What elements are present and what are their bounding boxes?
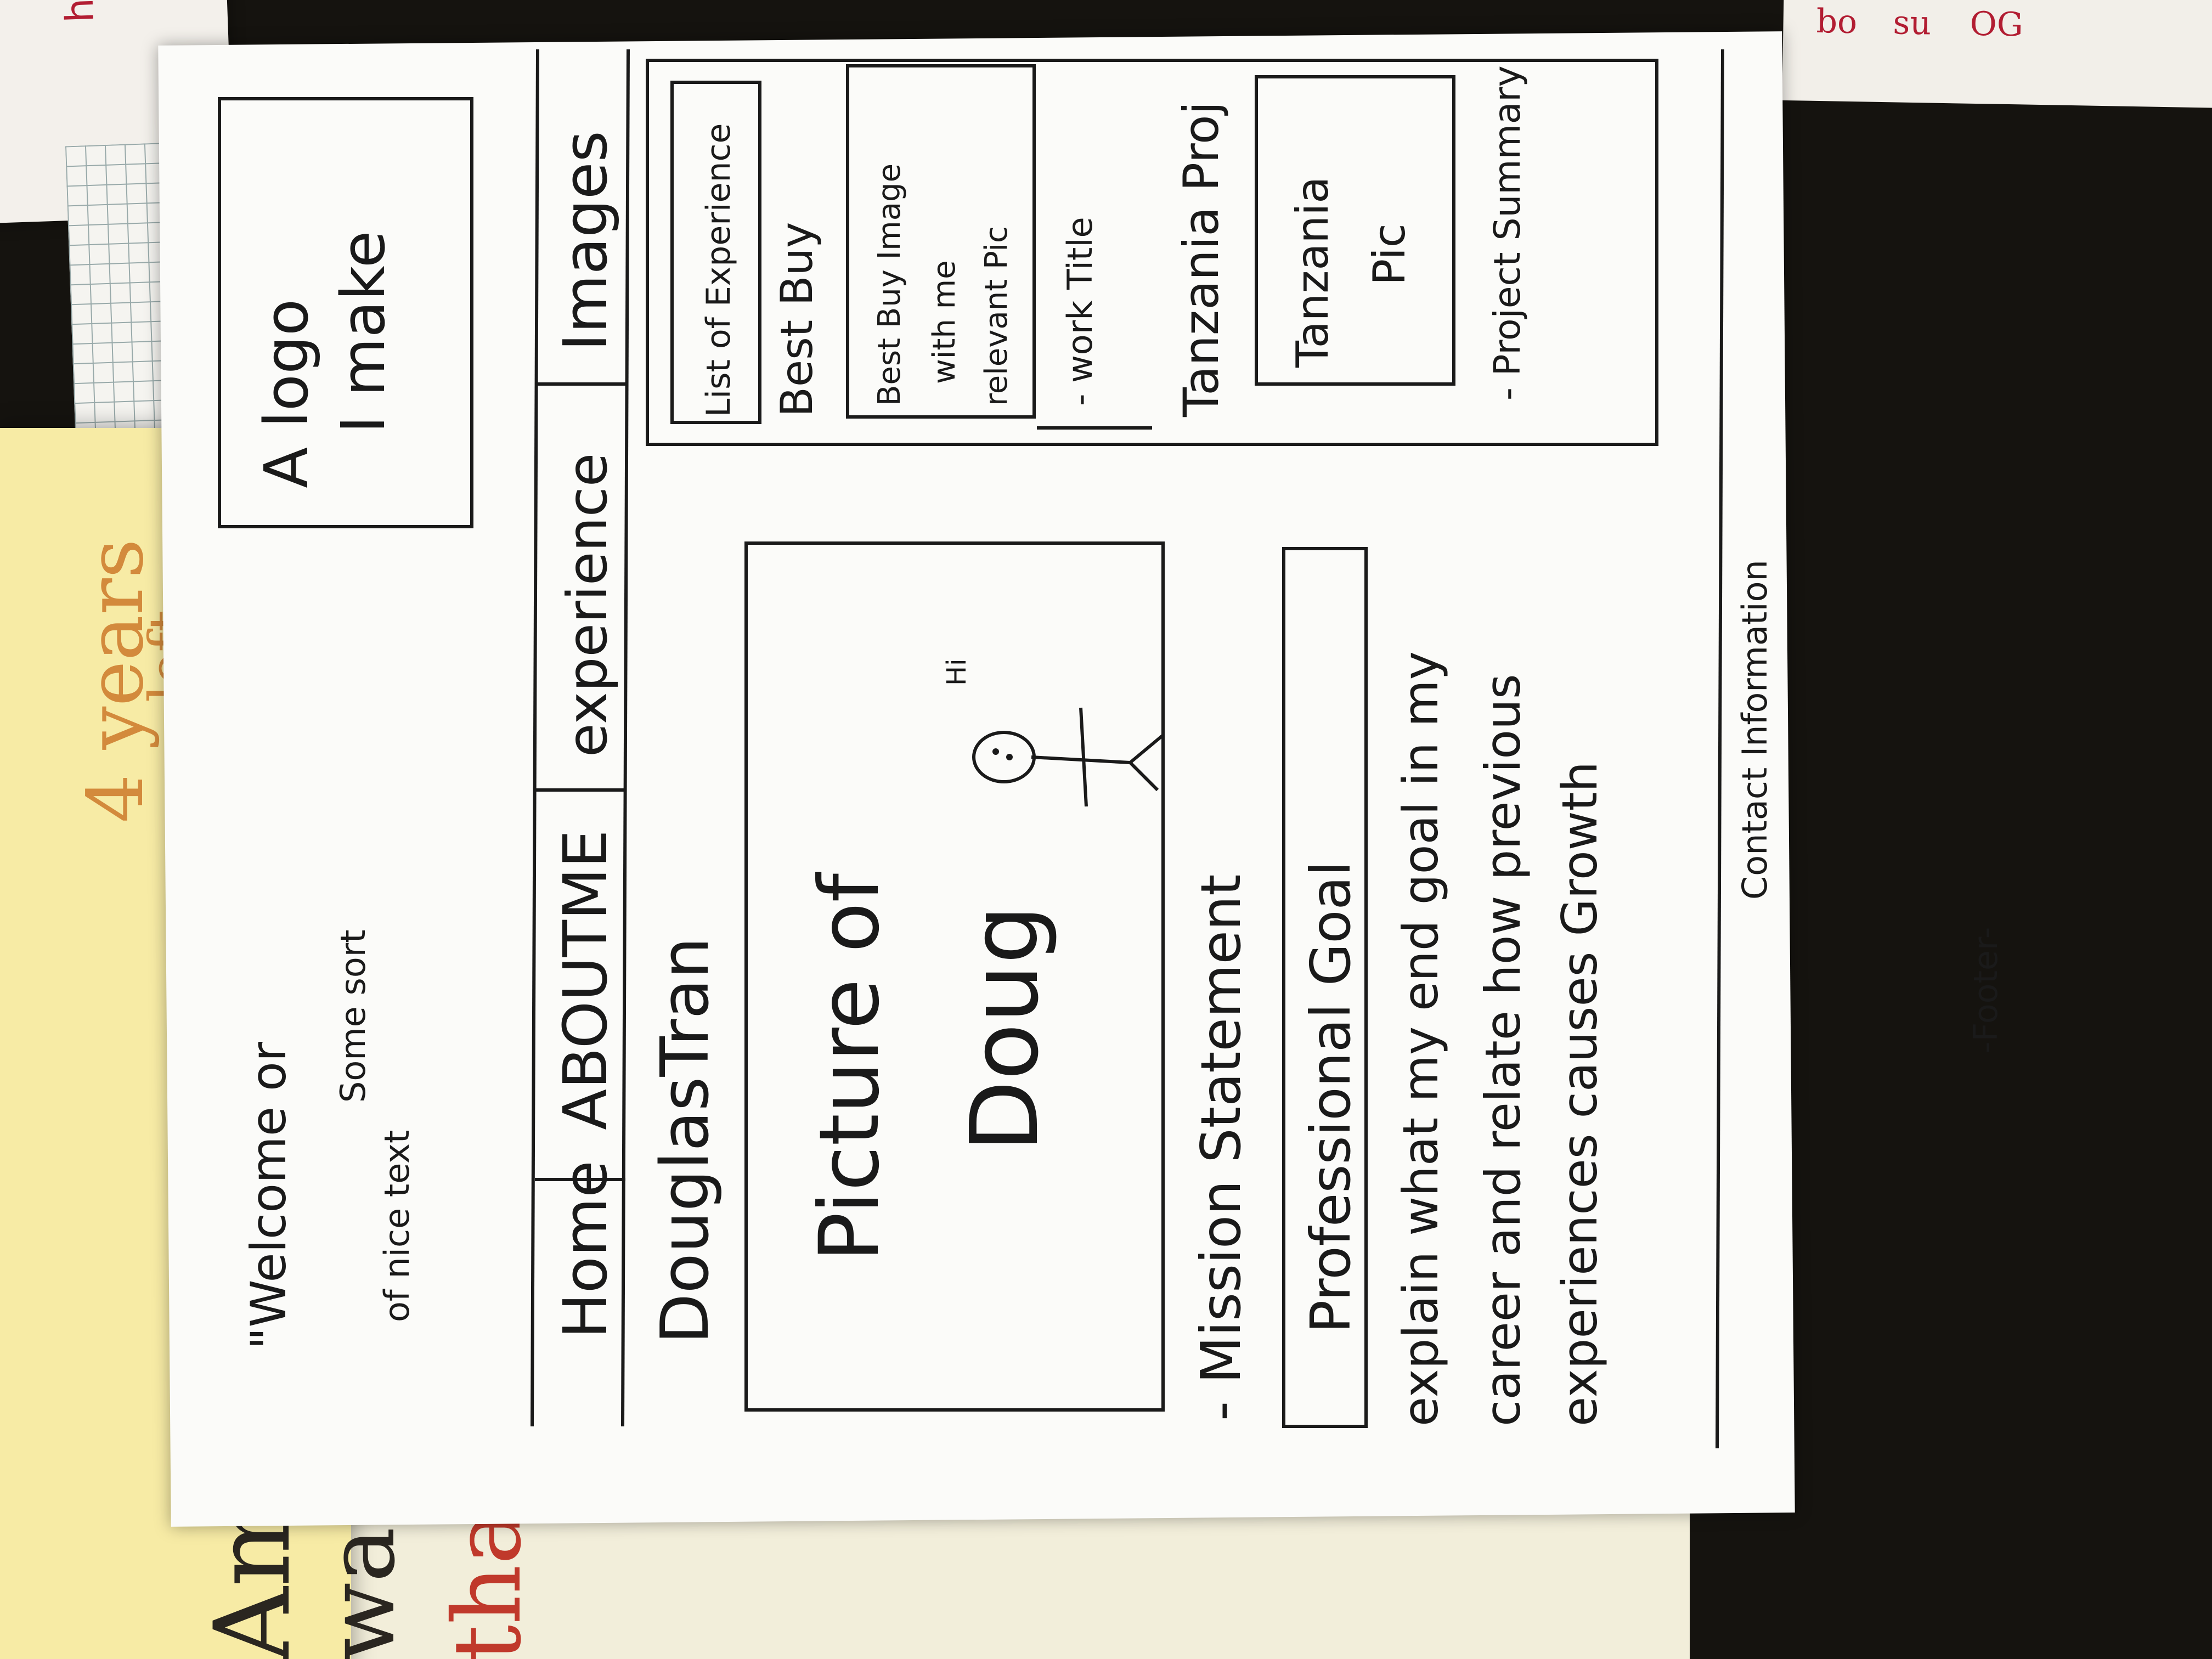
top-right-text-3: OG [1970,4,2024,44]
nav-about-label: ABOUTME [550,830,620,1130]
nav-images-label: Images [550,131,620,351]
nav-item-home[interactable]: Home [550,1160,620,1339]
nav-item-experience[interactable]: experience [555,453,619,757]
nav-item-about[interactable]: ABOUTME [550,830,620,1130]
pink-sheet-label: home [54,0,103,24]
wireframe-sheet [158,31,1795,1527]
background-top-right-sheet: bo su OG [1782,0,2212,109]
top-right-text-1: bo [1816,2,1858,42]
footer-label: -Footer- [1967,927,2005,1053]
nav-home-label: Home [550,1160,620,1339]
nav-item-images[interactable]: Images [550,131,620,351]
nav-experience-label: experience [555,453,619,757]
top-right-text-2: su [1893,3,1932,43]
